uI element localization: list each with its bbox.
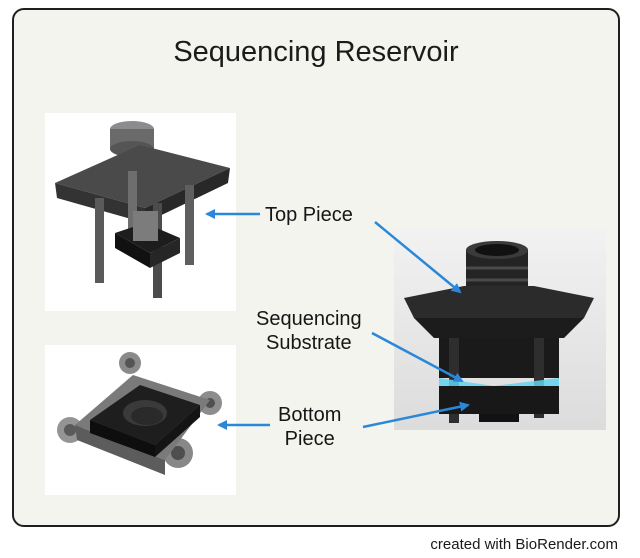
top-piece-image [45, 113, 236, 311]
bottom-piece-label-line2: Piece [284, 428, 335, 450]
bottom-piece-label: Bottom Piece [278, 403, 341, 451]
top-piece-label: Top Piece [265, 204, 353, 226]
sequencing-substrate-label: Sequencing Substrate [256, 307, 362, 355]
assembled-reservoir-image [394, 228, 606, 430]
biorender-credit: created with BioRender.com [430, 536, 618, 553]
sequencing-substrate-label-line1: Sequencing [256, 308, 362, 330]
sequencing-substrate-label-line2: Substrate [266, 332, 352, 354]
bottom-piece-image [45, 345, 236, 495]
figure-title: Sequencing Reservoir [173, 36, 459, 68]
bottom-piece-label-line1: Bottom [278, 404, 342, 426]
